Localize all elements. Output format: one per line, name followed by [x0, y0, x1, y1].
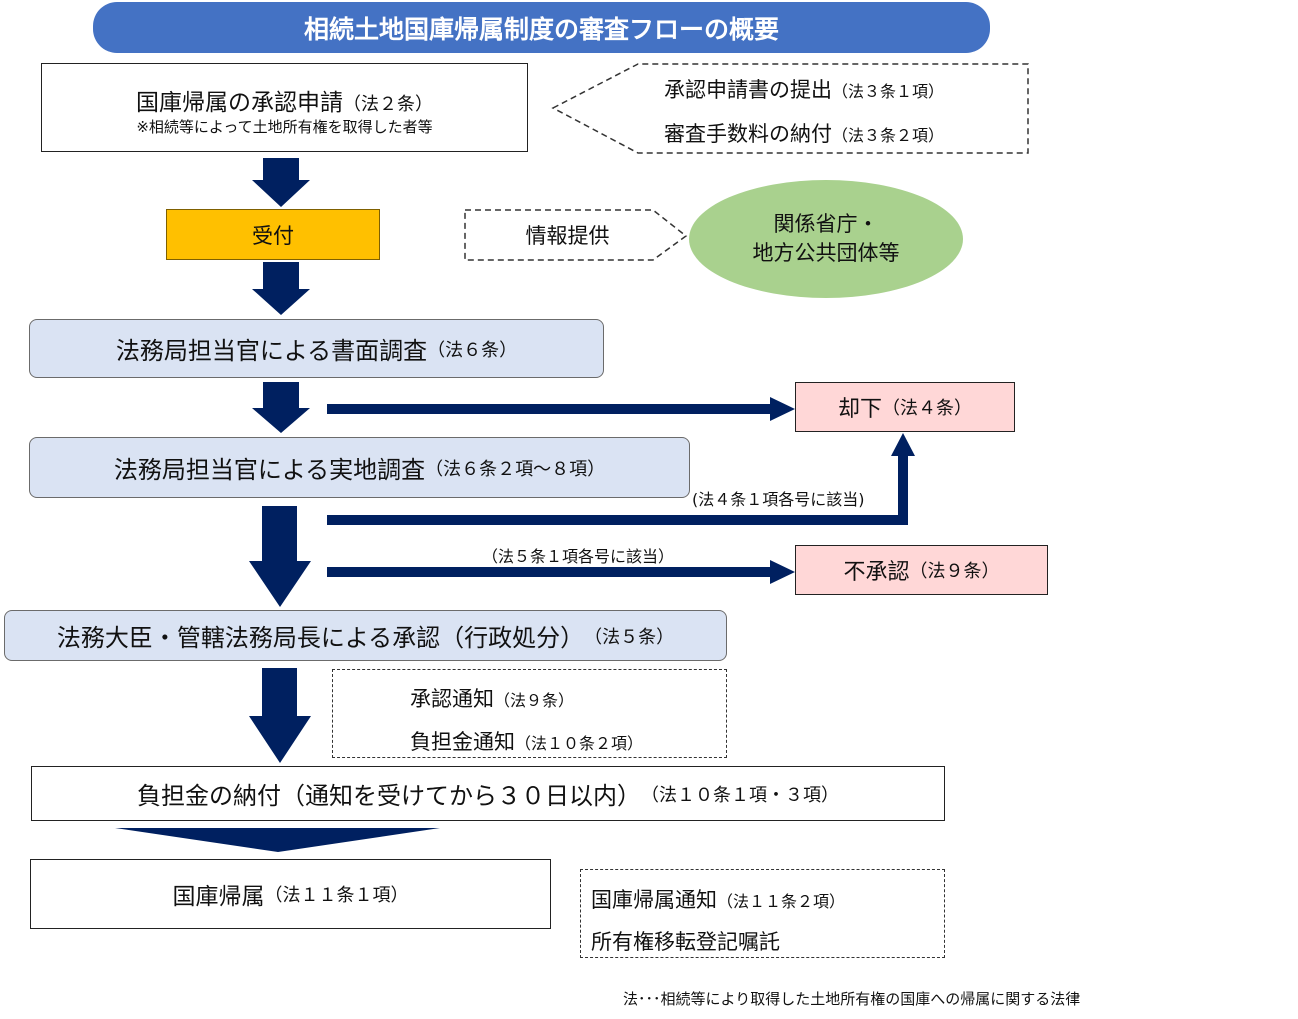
dismissal-main: 却下 [837, 397, 882, 422]
notice-line1-ref: （法９条） [494, 691, 575, 710]
application-main: 国庫帰属の承認申請 [136, 90, 343, 116]
submission-line2: 審査手数料の納付（法３条２項） [664, 118, 944, 148]
notices-box: 承認通知（法９条） 負担金通知（法１０条２項） [332, 669, 727, 758]
approval-main: 法務大臣・管轄法務局長による承認（行政処分） [56, 624, 585, 652]
submission-callout-shape [551, 63, 1029, 154]
info-label: 情報提供 [525, 224, 610, 248]
dismissal-box: 却下（法４条） [795, 382, 1015, 432]
document-review-ref: （法６条） [427, 339, 518, 361]
rejection-main: 不承認 [843, 560, 910, 585]
reception-box: 受付 [166, 209, 380, 260]
submission-line2-text: 審査手数料の納付 [664, 122, 832, 146]
page-title: 相続土地国庫帰属制度の審査フローの概要 [93, 2, 990, 53]
footnote: 法･･･相続等により取得した土地所有権の国庫への帰属に関する法律 [623, 990, 1081, 1008]
agencies-label: 関係省庁・ 地方公共団体等 [689, 210, 963, 268]
approval-ref: （法５条） [584, 626, 675, 648]
rejection-box: 不承認（法９条） [795, 545, 1048, 595]
right-arrow-rejection [327, 560, 795, 584]
notice-line1: 承認通知（法９条） [410, 683, 574, 713]
notice-line2-ref: （法１０条２項） [515, 734, 644, 753]
down-arrow-5 [249, 668, 311, 763]
down-arrow-4 [249, 506, 311, 607]
reception-label: 受付 [252, 223, 294, 248]
notice-line2-text: 負担金通知 [410, 730, 515, 754]
submission-line1-ref: （法３条１項） [832, 82, 945, 101]
payment-main: 負担金の納付（通知を受けてから３０日以内） [137, 782, 641, 810]
agencies-ellipse [689, 180, 963, 298]
approval-box: 法務大臣・管轄法務局長による承認（行政処分）（法５条） [4, 610, 727, 661]
application-note: ※相続等によって土地所有権を取得した者等 [136, 118, 433, 136]
down-arrow-1 [252, 158, 310, 207]
payment-ref: （法１０条１項・３項） [641, 784, 839, 806]
vesting-notice-box: 国庫帰属通知（法１１条２項） 所有権移転登記嘱託 [580, 869, 945, 958]
submission-line1: 承認申請書の提出（法３条１項） [664, 74, 944, 104]
field-review-box: 法務局担当官による実地調査（法６条２項～８項） [29, 437, 690, 498]
vesting-notice-line2: 所有権移転登記嘱託 [591, 930, 780, 954]
info-callout-shape [464, 209, 688, 261]
right-arrow-dismissal [327, 397, 795, 421]
vesting-main: 国庫帰属 [172, 884, 265, 910]
application-box: 国庫帰属の承認申請（法２条） ※相続等によって土地所有権を取得した者等 [41, 63, 528, 152]
down-arrow-6 [115, 828, 440, 852]
vesting-notice-line1: 国庫帰属通知（法１１条２項） [591, 884, 845, 914]
agencies-line2: 地方公共団体等 [752, 241, 900, 265]
vesting-ref: （法１１条１項） [264, 885, 409, 906]
vesting-notice-line1-text: 国庫帰属通知 [591, 888, 717, 912]
vesting-box: 国庫帰属（法１１条１項） [30, 859, 551, 929]
document-review-main: 法務局担当官による書面調査 [115, 337, 428, 365]
down-arrow-2 [252, 262, 310, 315]
info-provision: 情報提供 [465, 210, 670, 260]
up-arrow-dismissal [327, 433, 915, 525]
submission-line2-ref: （法３条２項） [832, 126, 945, 145]
application-ref: （法２条） [343, 94, 433, 115]
notice-line2: 負担金通知（法１０条２項） [410, 726, 643, 756]
rejection-condition: （法５条１項各号に該当） [482, 547, 675, 566]
field-review-ref: （法６条２項～８項） [425, 458, 606, 480]
dismissal-ref: （法４条） [882, 398, 972, 419]
document-review-box: 法務局担当官による書面調査（法６条） [29, 319, 604, 378]
notice-line1-text: 承認通知 [410, 687, 494, 711]
rejection-ref: （法９条） [909, 561, 1000, 582]
field-review-main: 法務局担当官による実地調査 [113, 456, 426, 484]
vesting-notice-line1-ref: （法１１条２項） [717, 892, 846, 911]
down-arrow-3 [252, 382, 310, 433]
dismissal-condition: (法４条１項各号に該当) [692, 490, 865, 509]
application-title: 国庫帰属の承認申請（法２条） [42, 83, 527, 117]
payment-box: 負担金の納付（通知を受けてから３０日以内）（法１０条１項・３項） [31, 766, 945, 821]
submission-line1-text: 承認申請書の提出 [664, 78, 832, 102]
agencies-line1: 関係省庁・ [773, 212, 879, 236]
page-title-text: 相続土地国庫帰属制度の審査フローの概要 [303, 14, 779, 44]
